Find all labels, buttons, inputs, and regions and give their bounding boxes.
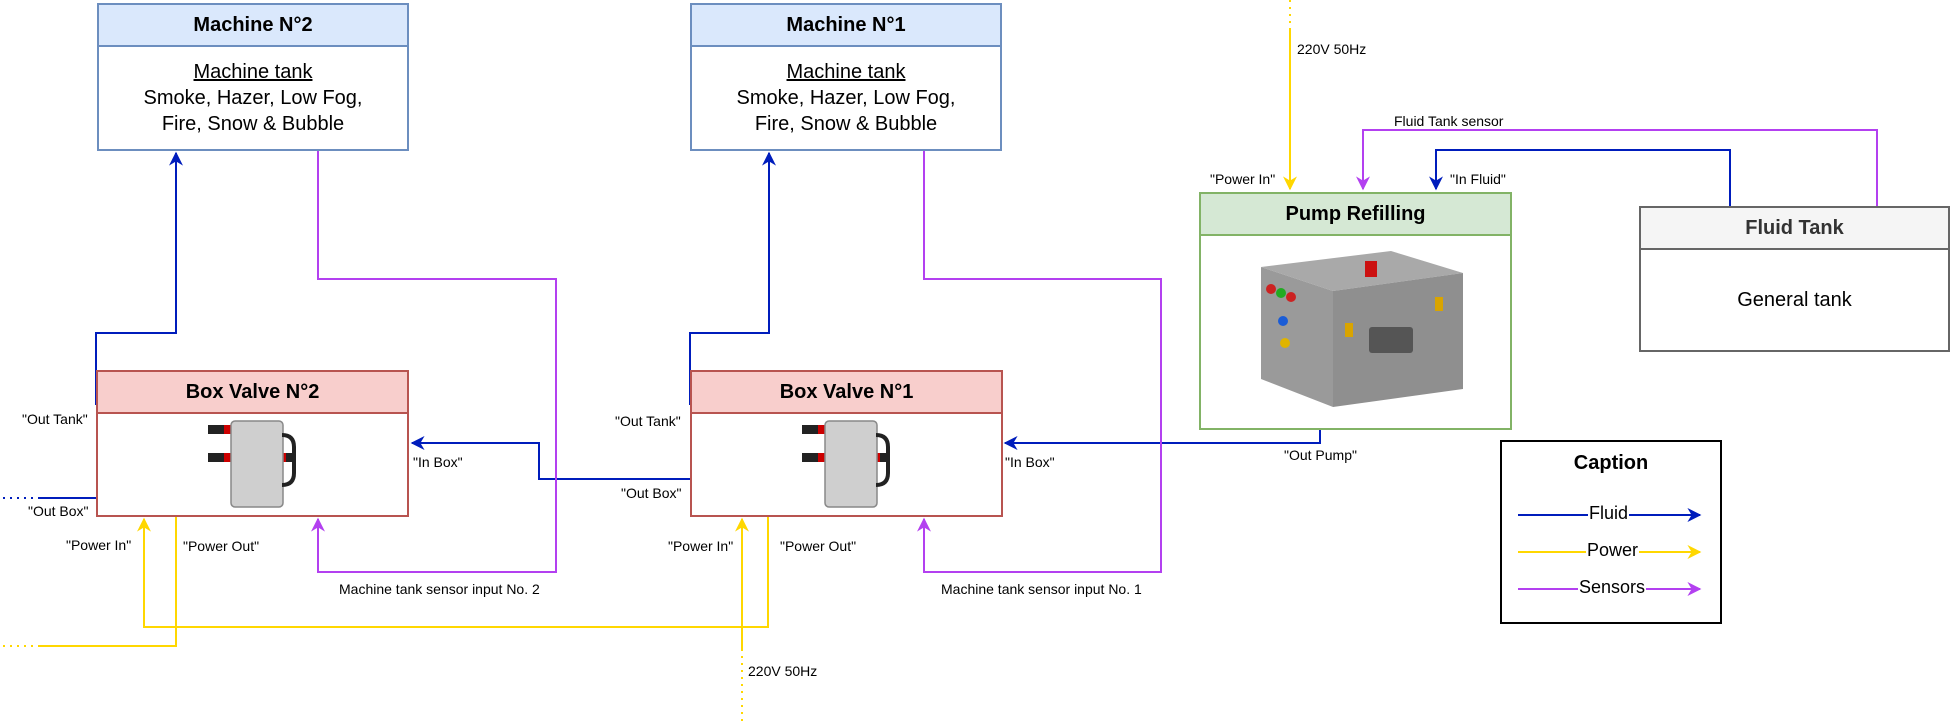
power-line-bv1-out-to-bv2-in [137, 517, 769, 628]
box-valve-1-node[interactable]: Box Valve N°1 [690, 370, 1003, 517]
pump-power-in-label: "Power In" [1210, 171, 1276, 187]
fluid-line-bv1-to-machine1 [689, 151, 776, 405]
power-in-label-2: "Power In" [66, 537, 132, 553]
box-valve-2-node[interactable]: Box Valve N°2 [96, 370, 409, 517]
machine-1-title: Machine N°1 [692, 5, 1000, 47]
in-box-label-2: "In Box" [413, 454, 463, 470]
power-out-label-1: "Power Out" [780, 538, 857, 554]
fluid-tank-sensor-label: Fluid Tank sensor [1394, 113, 1504, 129]
machine-2-title: Machine N°2 [99, 5, 407, 47]
out-tank-label-1: "Out Tank" [615, 413, 681, 429]
machine-2-subtitle: Machine tank [193, 61, 313, 83]
fluid-tank-body: General tank [1641, 250, 1948, 350]
machine-1-line2: Fire, Snow & Bubble [754, 113, 938, 135]
caption-legend: Caption Fluid Power Sensors [1500, 440, 1722, 624]
legend-fluid-label: Fluid [1588, 503, 1630, 524]
fluid-line-bv1-to-bv2 [410, 436, 690, 480]
valve-box-icon [801, 419, 890, 508]
machine-1-body: Machine tank Smoke, Hazer, Low Fog, Fire… [692, 47, 1000, 149]
fluid-line-pump-to-bv1 [1003, 430, 1321, 450]
fluid-tank-body-text: General tank [1737, 289, 1852, 311]
mains-label-top: 220V 50Hz [1297, 41, 1367, 57]
pump-in-fluid-label: "In Fluid" [1450, 171, 1506, 187]
box-valve-1-title: Box Valve N°1 [692, 372, 1001, 414]
pump-machine-icon [1260, 251, 1463, 407]
out-tank-label-2: "Out Tank" [22, 411, 88, 427]
fluid-line-bv2-to-machine2 [95, 151, 183, 405]
box-valve-1-image [692, 414, 1001, 515]
machine-1-line1: Smoke, Hazer, Low Fog, [736, 87, 956, 109]
sensor-line-fluid-tank [1356, 129, 1878, 206]
box-valve-2-image [98, 414, 407, 515]
sensor-line-machine1 [917, 151, 1162, 573]
power-line-bv2-out [40, 517, 177, 647]
mains-label-bottom: 220V 50Hz [748, 663, 818, 679]
sensor-line-machine2 [311, 151, 557, 573]
in-box-label-1: "In Box" [1005, 454, 1055, 470]
sensor-input-label-1: Machine tank sensor input No. 1 [941, 581, 1142, 597]
legend-power-label: Power [1586, 540, 1640, 561]
machine-2-body: Machine tank Smoke, Hazer, Low Fog, Fire… [99, 47, 407, 149]
fluid-line-tank-to-pump [1429, 149, 1731, 206]
machine-2-line1: Smoke, Hazer, Low Fog, [143, 87, 363, 109]
machine-2-node[interactable]: Machine N°2 Machine tank Smoke, Hazer, L… [97, 3, 409, 151]
pump-refilling-image [1201, 236, 1510, 428]
pump-out-label: "Out Pump" [1284, 447, 1357, 463]
legend-sensors-label: Sensors [1578, 577, 1647, 598]
machine-1-subtitle: Machine tank [786, 61, 906, 83]
out-box-label-1: "Out Box" [621, 485, 682, 501]
machine-1-node[interactable]: Machine N°1 Machine tank Smoke, Hazer, L… [690, 3, 1002, 151]
box-valve-2-title: Box Valve N°2 [98, 372, 407, 414]
fluid-tank-node[interactable]: Fluid Tank General tank [1639, 206, 1950, 352]
power-in-label-1: "Power In" [668, 538, 734, 554]
pump-refilling-title: Pump Refilling [1201, 194, 1510, 236]
caption-title: Caption [1573, 452, 1649, 474]
sensor-input-label-2: Machine tank sensor input No. 2 [339, 581, 540, 597]
pump-refilling-node[interactable]: Pump Refilling [1199, 192, 1512, 430]
power-out-label-2: "Power Out" [183, 538, 260, 554]
machine-2-line2: Fire, Snow & Bubble [161, 113, 345, 135]
out-box-label-2: "Out Box" [28, 503, 89, 519]
fluid-tank-title: Fluid Tank [1641, 208, 1948, 250]
valve-box-icon [207, 419, 296, 508]
